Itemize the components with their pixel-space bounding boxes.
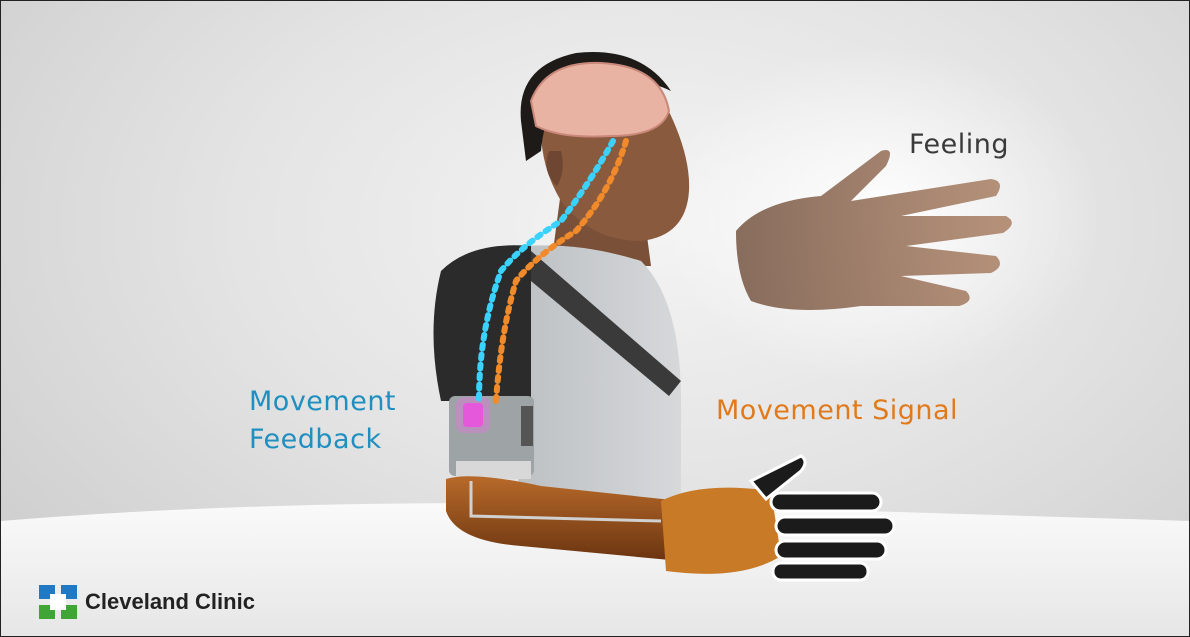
feeling-label: Feeling [909,129,1009,160]
stimulator-glow [456,397,490,433]
movement-feedback-label: Movement Feedback [249,383,396,459]
cleveland-clinic-logo-text: Cleveland Clinic [85,589,255,615]
movement-feedback-line2: Feedback [249,421,396,459]
cleveland-clinic-logo: Cleveland Clinic [39,585,255,619]
prosthetic-palm [661,488,781,574]
cleveland-clinic-logo-icon [39,585,77,619]
movement-signal-label: Movement Signal [716,395,958,426]
movement-feedback-line1: Movement [249,383,396,421]
control-module [521,406,533,446]
